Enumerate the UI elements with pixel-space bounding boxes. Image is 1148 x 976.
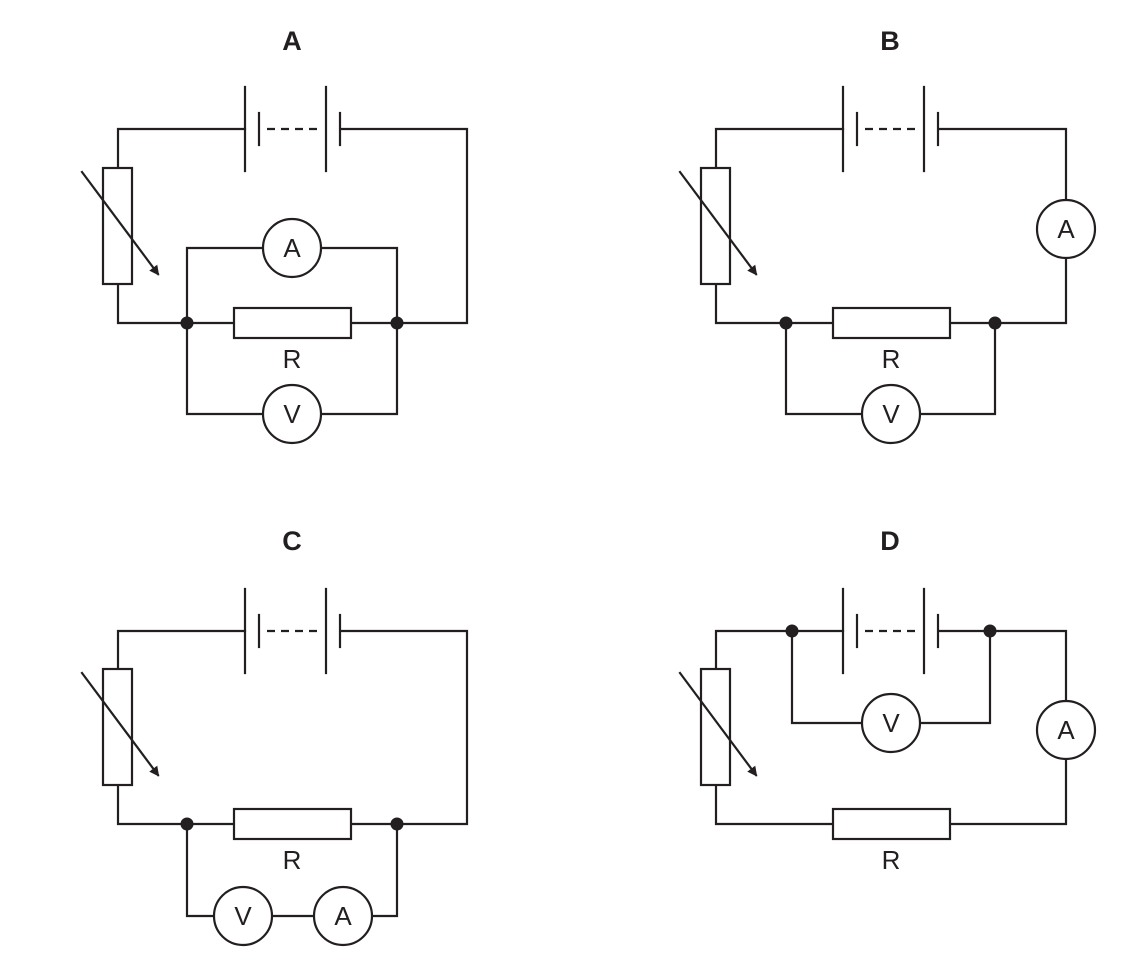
battery-a bbox=[243, 85, 342, 173]
circuit-b: B R A V bbox=[678, 26, 1097, 445]
ammeter-symbol-b: A bbox=[1057, 214, 1075, 244]
battery-d bbox=[841, 587, 940, 675]
variable-resistor-d bbox=[678, 667, 758, 787]
variable-resistor-b bbox=[678, 166, 758, 286]
resistor-r-c bbox=[232, 807, 353, 841]
ammeter-b: A bbox=[1035, 198, 1097, 260]
circuit-d: D R V A bbox=[678, 526, 1097, 875]
ammeter-d: A bbox=[1035, 699, 1097, 761]
resistor-label-a: R bbox=[283, 344, 302, 374]
circuit-c: C R V A bbox=[80, 526, 469, 947]
voltmeter-a: V bbox=[261, 383, 323, 445]
circuit-a-wires bbox=[116, 127, 469, 416]
variable-arrow-icon bbox=[678, 170, 758, 276]
resistor-label-d: R bbox=[882, 845, 901, 875]
voltmeter-symbol-c: V bbox=[234, 901, 252, 931]
circuit-title-b: B bbox=[880, 26, 900, 56]
voltmeter-symbol-b: V bbox=[882, 399, 900, 429]
voltmeter-symbol-a: V bbox=[283, 399, 301, 429]
resistor-label-c: R bbox=[283, 845, 302, 875]
junction-dot bbox=[390, 817, 404, 831]
ammeter-symbol-d: A bbox=[1057, 715, 1075, 745]
junction-dot bbox=[779, 316, 793, 330]
resistor-label-b: R bbox=[882, 344, 901, 374]
ammeter-c: A bbox=[312, 885, 374, 947]
variable-arrow-icon bbox=[80, 170, 160, 276]
variable-resistor-c bbox=[80, 667, 160, 787]
circuit-d-wires bbox=[714, 629, 1068, 826]
battery-b bbox=[841, 85, 940, 173]
ammeter-symbol-c: A bbox=[334, 901, 352, 931]
junction-dot bbox=[390, 316, 404, 330]
voltmeter-d: V bbox=[860, 692, 922, 754]
junction-dot bbox=[785, 624, 799, 638]
resistor-r-b bbox=[831, 306, 952, 340]
junction-dot bbox=[983, 624, 997, 638]
circuit-a: A R A bbox=[80, 26, 469, 445]
variable-resistor-a bbox=[80, 166, 160, 286]
resistor-r-a bbox=[232, 306, 353, 340]
resistor-r-d bbox=[831, 807, 952, 841]
variable-arrow-icon bbox=[678, 671, 758, 777]
junction-dot bbox=[180, 817, 194, 831]
circuit-title-c: C bbox=[282, 526, 302, 556]
circuit-title-d: D bbox=[880, 526, 900, 556]
ammeter-a: A bbox=[261, 217, 323, 279]
variable-arrow-icon bbox=[80, 671, 160, 777]
circuit-title-a: A bbox=[282, 26, 302, 56]
battery-c bbox=[243, 587, 342, 675]
voltmeter-symbol-d: V bbox=[882, 708, 900, 738]
ammeter-symbol-a: A bbox=[283, 233, 301, 263]
junction-dot bbox=[988, 316, 1002, 330]
junction-dot bbox=[180, 316, 194, 330]
voltmeter-b: V bbox=[860, 383, 922, 445]
voltmeter-c: V bbox=[212, 885, 274, 947]
circuit-c-wires bbox=[116, 629, 469, 918]
